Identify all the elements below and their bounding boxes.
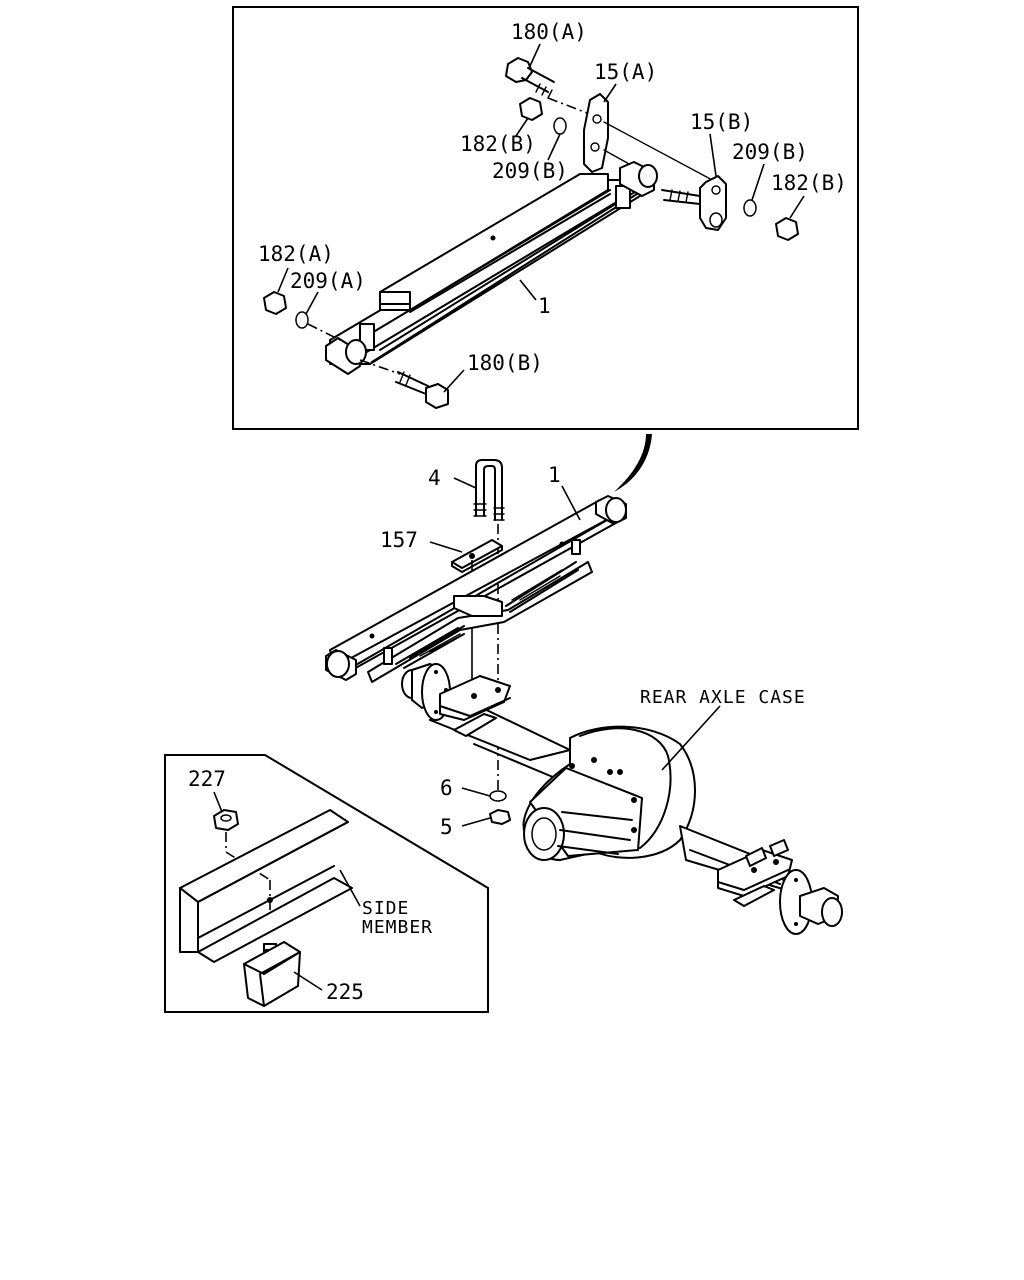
nut-182b-right-icon [775,217,799,241]
label-nut-182b-left: 182(B) [460,132,536,156]
label-rear-axle-case: REAR AXLE CASE [640,687,806,708]
label-shackle-15b: 15(B) [690,110,753,134]
label-nut-5: 5 [440,815,453,839]
label-side-member-line2: MEMBER [362,917,433,938]
nut-182a-icon [263,291,287,315]
bumper-225-icon [243,941,301,1007]
label-washer-209a: 209(A) [290,269,366,293]
leaf-spring-main-icon [325,495,627,683]
detail-callout-arrow [614,434,652,492]
label-shackle-15a: 15(A) [594,60,657,84]
label-nut-182a: 182(A) [258,242,334,266]
label-u-bolt-4: 4 [428,466,441,490]
nut-5-icon [489,809,511,825]
leader-side-member [339,869,361,907]
nut-182b-left-icon [519,97,543,121]
washer-209a-icon [295,311,309,329]
bumper-detail-frame [164,754,489,1013]
washer-6-icon [489,790,507,802]
leader-225 [293,971,323,991]
label-bolt-180a: 180(A) [511,20,587,44]
label-detail-spring-1: 1 [538,294,551,318]
label-main-spring-1: 1 [548,463,561,487]
washer-209b-left-icon [553,117,567,135]
label-nut-227: 227 [188,767,226,791]
label-side-member-line1: SIDE [362,898,409,919]
detail-leader-lines [277,43,805,393]
leader-227 [213,791,223,813]
label-washer-209b-left: 209(B) [492,159,568,183]
main-assembly: 4 1 157 6 5 REAR AXLE CASE [325,459,843,935]
label-plate-157: 157 [380,528,418,552]
label-bolt-180b: 180(B) [467,351,543,375]
side-member-icon [179,809,353,963]
spring-detail-frame [232,6,859,430]
washer-209b-right-icon [743,199,757,217]
bolt-180b-icon [359,359,449,409]
label-bumper-225: 225 [326,980,364,1004]
rear-axle-case-icon [401,663,843,935]
leaf-spring-detail-icon [325,161,658,375]
label-nut-182b-right: 182(B) [771,171,847,195]
label-washer-209b-right: 209(B) [732,140,808,164]
shackle-plate-15a-icon [583,93,609,173]
u-bolt-4-icon [473,459,505,521]
spring-detail-panel: 180(A) 15(A) 182(B) 209(B) 15(B) 209(B) … [232,6,859,430]
main-leader-lines [429,477,721,827]
bumper-detail-panel: 227 SIDE MEMBER 225 [164,754,489,1013]
label-washer-6: 6 [440,776,453,800]
